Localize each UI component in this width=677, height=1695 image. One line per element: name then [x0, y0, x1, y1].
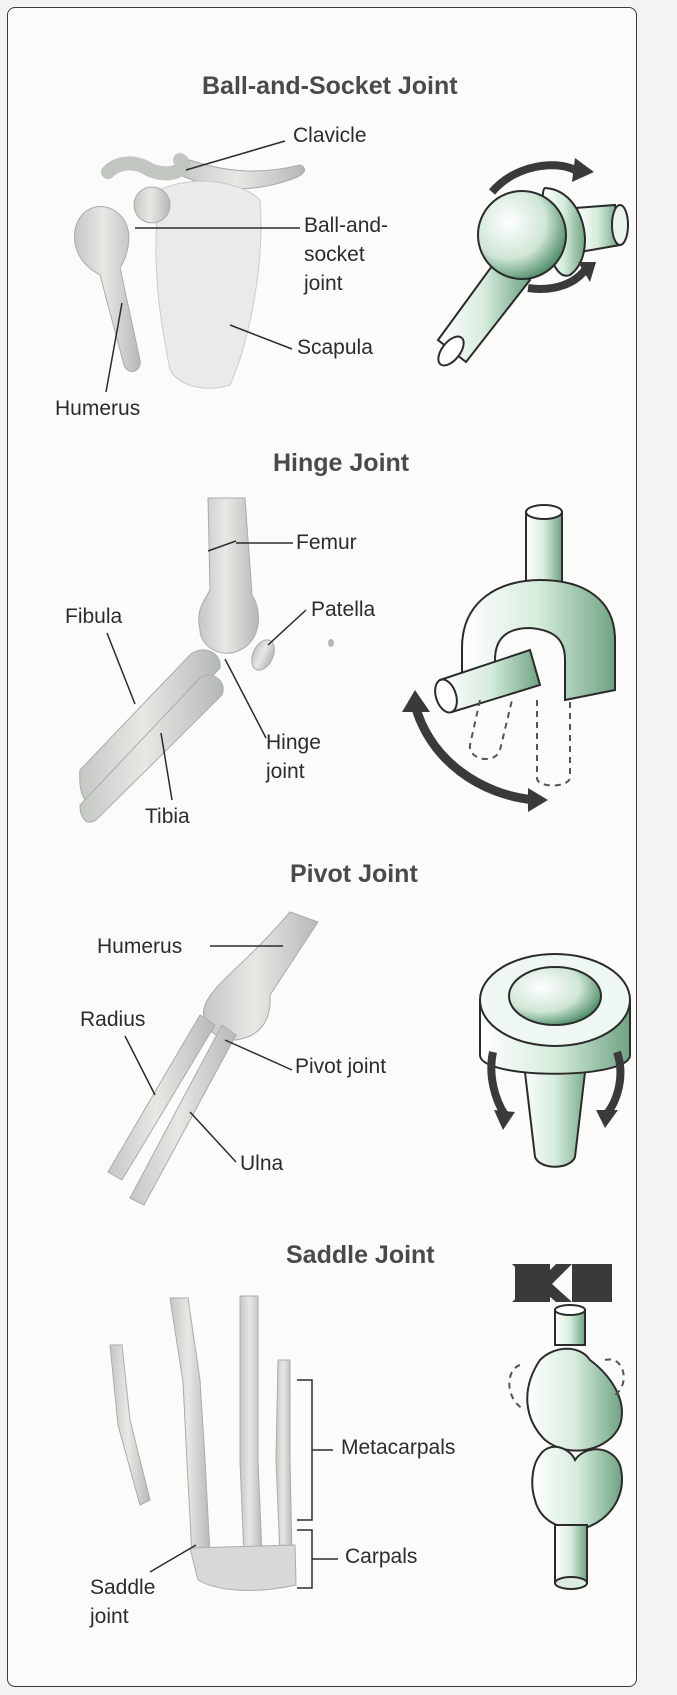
- ball-socket-joint-label-line3: joint: [304, 270, 343, 298]
- ball-socket-joint-label-line1: Ball-and-: [304, 212, 388, 240]
- ulna-label: Ulna: [240, 1150, 283, 1178]
- hand-bones-illustration: [110, 1296, 296, 1590]
- saddle-title: Saddle Joint: [286, 1241, 435, 1270]
- hinge-joint-label-line1: Hinge: [266, 729, 321, 757]
- pivot-model: [480, 954, 630, 1167]
- clavicle-label: Clavicle: [293, 122, 367, 150]
- shoulder-bones-illustration: [74, 160, 304, 388]
- pivot-title: Pivot Joint: [290, 860, 418, 889]
- fibula-label: Fibula: [65, 603, 122, 631]
- ball-socket-model: [433, 158, 628, 370]
- femur-label: Femur: [296, 529, 357, 557]
- saddle-joint-label-line1: Saddle: [90, 1574, 155, 1602]
- hinge-model: [402, 505, 615, 812]
- hinge-joint-label-line2: joint: [266, 758, 305, 786]
- tibia-label: Tibia: [145, 803, 190, 831]
- ball-socket-joint-label-line2: socket: [304, 241, 365, 269]
- humerus-label: Humerus: [55, 395, 140, 423]
- patella-label: Patella: [311, 596, 375, 624]
- scapula-label: Scapula: [297, 334, 373, 362]
- pivot-joint-label: Pivot joint: [295, 1053, 386, 1081]
- humerus-pivot-label: Humerus: [97, 933, 182, 961]
- saddle-model: [509, 1264, 623, 1589]
- hinge-title: Hinge Joint: [273, 449, 409, 478]
- ball-socket-title: Ball-and-Socket Joint: [202, 72, 458, 101]
- radius-label: Radius: [80, 1006, 145, 1034]
- metacarpals-label: Metacarpals: [341, 1434, 455, 1462]
- carpals-label: Carpals: [345, 1543, 417, 1571]
- saddle-joint-label-line2: joint: [90, 1603, 129, 1631]
